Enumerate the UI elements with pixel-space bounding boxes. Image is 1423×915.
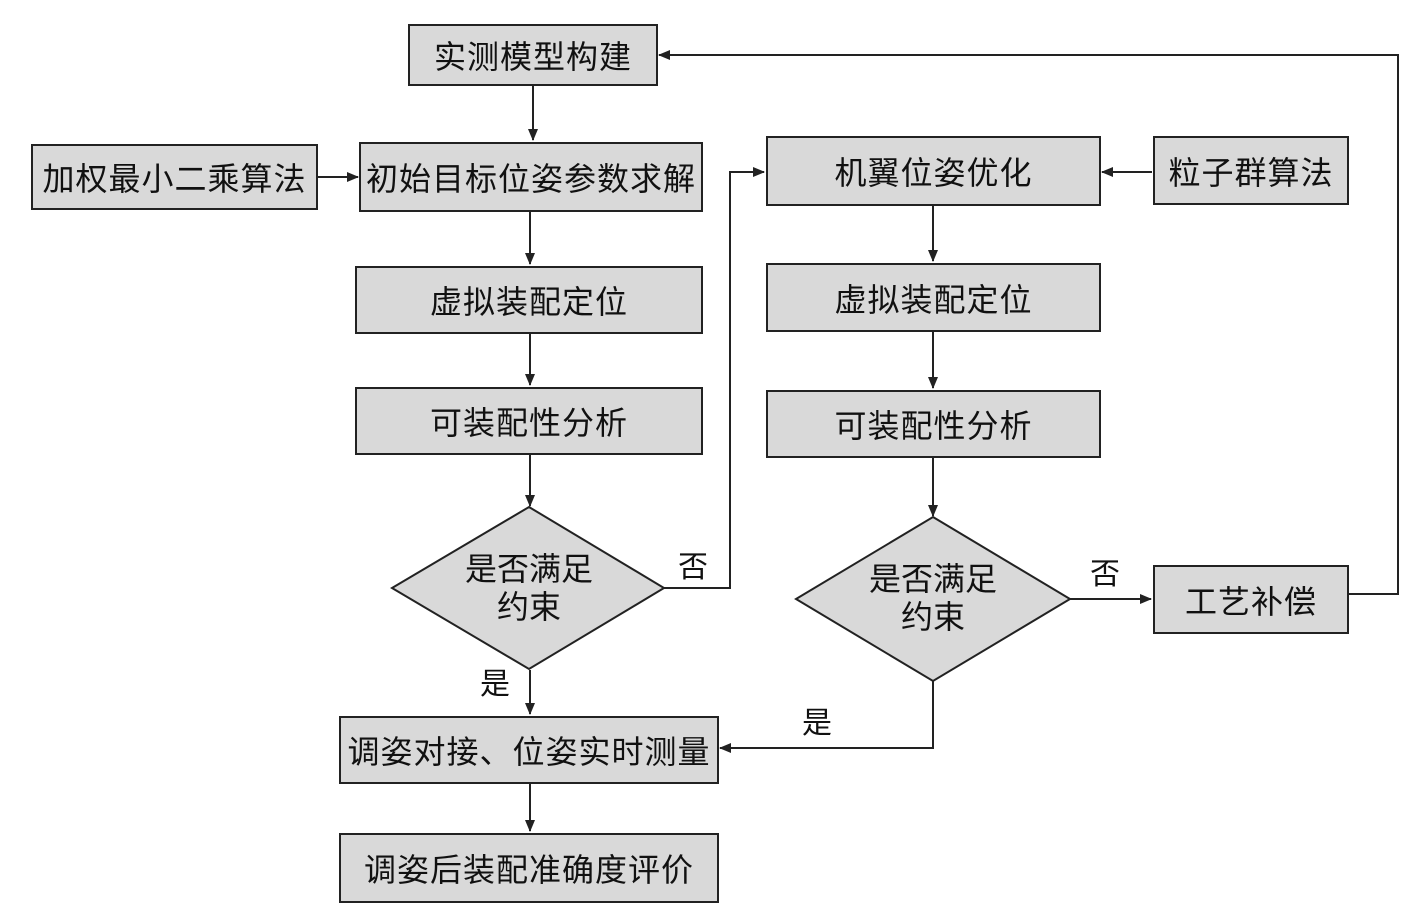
decision-right-line1: 是否满足 bbox=[869, 560, 997, 598]
node-build-model: 实测模型构建 bbox=[408, 24, 658, 86]
node-assemblability-left: 可装配性分析 bbox=[355, 387, 703, 455]
node-init-target-pose: 初始目标位姿参数求解 bbox=[359, 142, 703, 212]
label-left-no: 否 bbox=[678, 550, 708, 585]
node-adjust-measure: 调姿对接、位姿实时测量 bbox=[339, 716, 719, 784]
decision-left-line2: 约束 bbox=[497, 588, 561, 626]
decision-right-line2: 约束 bbox=[901, 598, 965, 636]
node-process-compensation: 工艺补偿 bbox=[1153, 565, 1349, 634]
node-evaluate: 调姿后装配准确度评价 bbox=[339, 833, 719, 903]
node-assemblability-right: 可装配性分析 bbox=[766, 390, 1101, 458]
node-virtual-assembly-right: 虚拟装配定位 bbox=[766, 263, 1101, 332]
node-wls-algorithm: 加权最小二乘算法 bbox=[31, 144, 318, 210]
node-virtual-assembly-left: 虚拟装配定位 bbox=[355, 266, 703, 334]
label-left-yes: 是 bbox=[480, 667, 510, 702]
node-pso-algorithm: 粒子群算法 bbox=[1153, 136, 1349, 205]
node-wing-pose-opt: 机翼位姿优化 bbox=[766, 136, 1101, 206]
decision-left-diamond bbox=[390, 505, 666, 671]
label-right-no: 否 bbox=[1090, 557, 1120, 592]
edge-decision-no-to-wing bbox=[664, 167, 765, 589]
decision-right-diamond bbox=[794, 515, 1072, 683]
label-right-yes: 是 bbox=[802, 706, 832, 741]
edge-decision-right-yes-to-adjust bbox=[719, 681, 934, 753]
edge-comp-to-build bbox=[658, 50, 1399, 595]
decision-left-line1: 是否满足 bbox=[465, 550, 593, 588]
